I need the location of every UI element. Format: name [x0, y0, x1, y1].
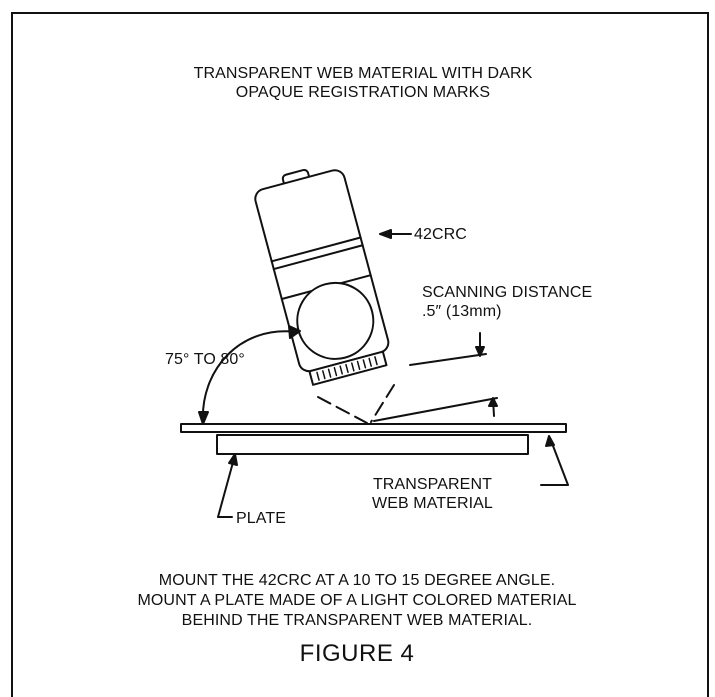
dimension-extension-bottom — [373, 397, 498, 422]
figure-frame — [11, 12, 709, 697]
caption-line-3: BEHIND THE TRANSPARENT WEB MATERIAL. — [181, 612, 533, 629]
web-material-strip — [180, 423, 567, 433]
pin — [322, 370, 326, 380]
caption-line-1: MOUNT THE 42CRC AT A 10 TO 15 DEGREE ANG… — [158, 572, 556, 589]
dimension-arrow-bottom-head — [488, 397, 498, 407]
pin — [362, 359, 367, 369]
scanning-distance-line-1: SCANNING DISTANCE — [422, 284, 593, 301]
pin — [327, 368, 332, 378]
scanning-distance-label: SCANNING DISTANCE .5″ (13mm) — [422, 283, 592, 321]
angle-arrow-head-bottom — [198, 411, 209, 425]
pin — [351, 362, 355, 372]
title-line-1: TRANSPARENT WEB MATERIAL WITH DARK — [193, 65, 533, 82]
angle-arrow-head-top — [288, 325, 301, 339]
angle-indicator — [198, 325, 301, 425]
web-material-line-2: WEB MATERIAL — [372, 495, 493, 512]
pin — [345, 363, 349, 374]
plate-label: PLATE — [236, 510, 286, 527]
diagram-title: TRANSPARENT WEB MATERIAL WITH DARK OPAQU… — [194, 64, 533, 102]
diagram-caption: MOUNT THE 42CRC AT A 10 TO 15 DEGREE ANG… — [137, 571, 576, 631]
pin — [374, 356, 378, 366]
web-material-leader — [540, 435, 569, 486]
optical-beams — [317, 384, 395, 424]
caption-line-2: MOUNT A PLATE MADE OF A LIGHT COLORED MA… — [137, 592, 577, 609]
angle-arc — [201, 330, 298, 424]
sensor-band-lower — [272, 244, 364, 271]
scanning-distance-dimension — [373, 332, 498, 422]
web-material-leader-arrow-head — [545, 435, 555, 447]
sensor-leader-arrow-head — [379, 229, 392, 239]
sensor-connector-pins — [316, 356, 378, 381]
dimension-arrow-top-head — [475, 346, 485, 357]
pin — [368, 357, 372, 367]
plate-leader-line — [217, 454, 236, 518]
sensor-connector — [308, 350, 388, 386]
sensor-label: 42CRC — [414, 226, 467, 243]
figure-number: FIGURE 4 — [299, 640, 415, 667]
sensor-band-upper — [270, 236, 362, 263]
plate-leader — [217, 453, 238, 518]
sensor-42crc — [254, 168, 390, 386]
scanning-distance-line-2: .5″ (13mm) — [422, 303, 502, 320]
plate — [216, 434, 529, 455]
plate-leader-arrow-head — [228, 453, 238, 466]
dimension-extension-top — [409, 353, 487, 366]
web-material-line-1: TRANSPARENT — [372, 476, 492, 493]
sensor-leader — [379, 229, 412, 239]
title-line-2: OPAQUE REGISTRATION MARKS — [235, 84, 491, 101]
pin — [339, 365, 343, 375]
pin — [316, 371, 320, 381]
emitter-beam — [317, 396, 368, 424]
pin — [333, 366, 338, 377]
receiver-beam — [370, 384, 395, 423]
web-material-label: TRANSPARENT WEB MATERIAL — [372, 475, 493, 513]
angle-label: 75° TO 80° — [165, 351, 245, 368]
pin — [356, 360, 361, 371]
